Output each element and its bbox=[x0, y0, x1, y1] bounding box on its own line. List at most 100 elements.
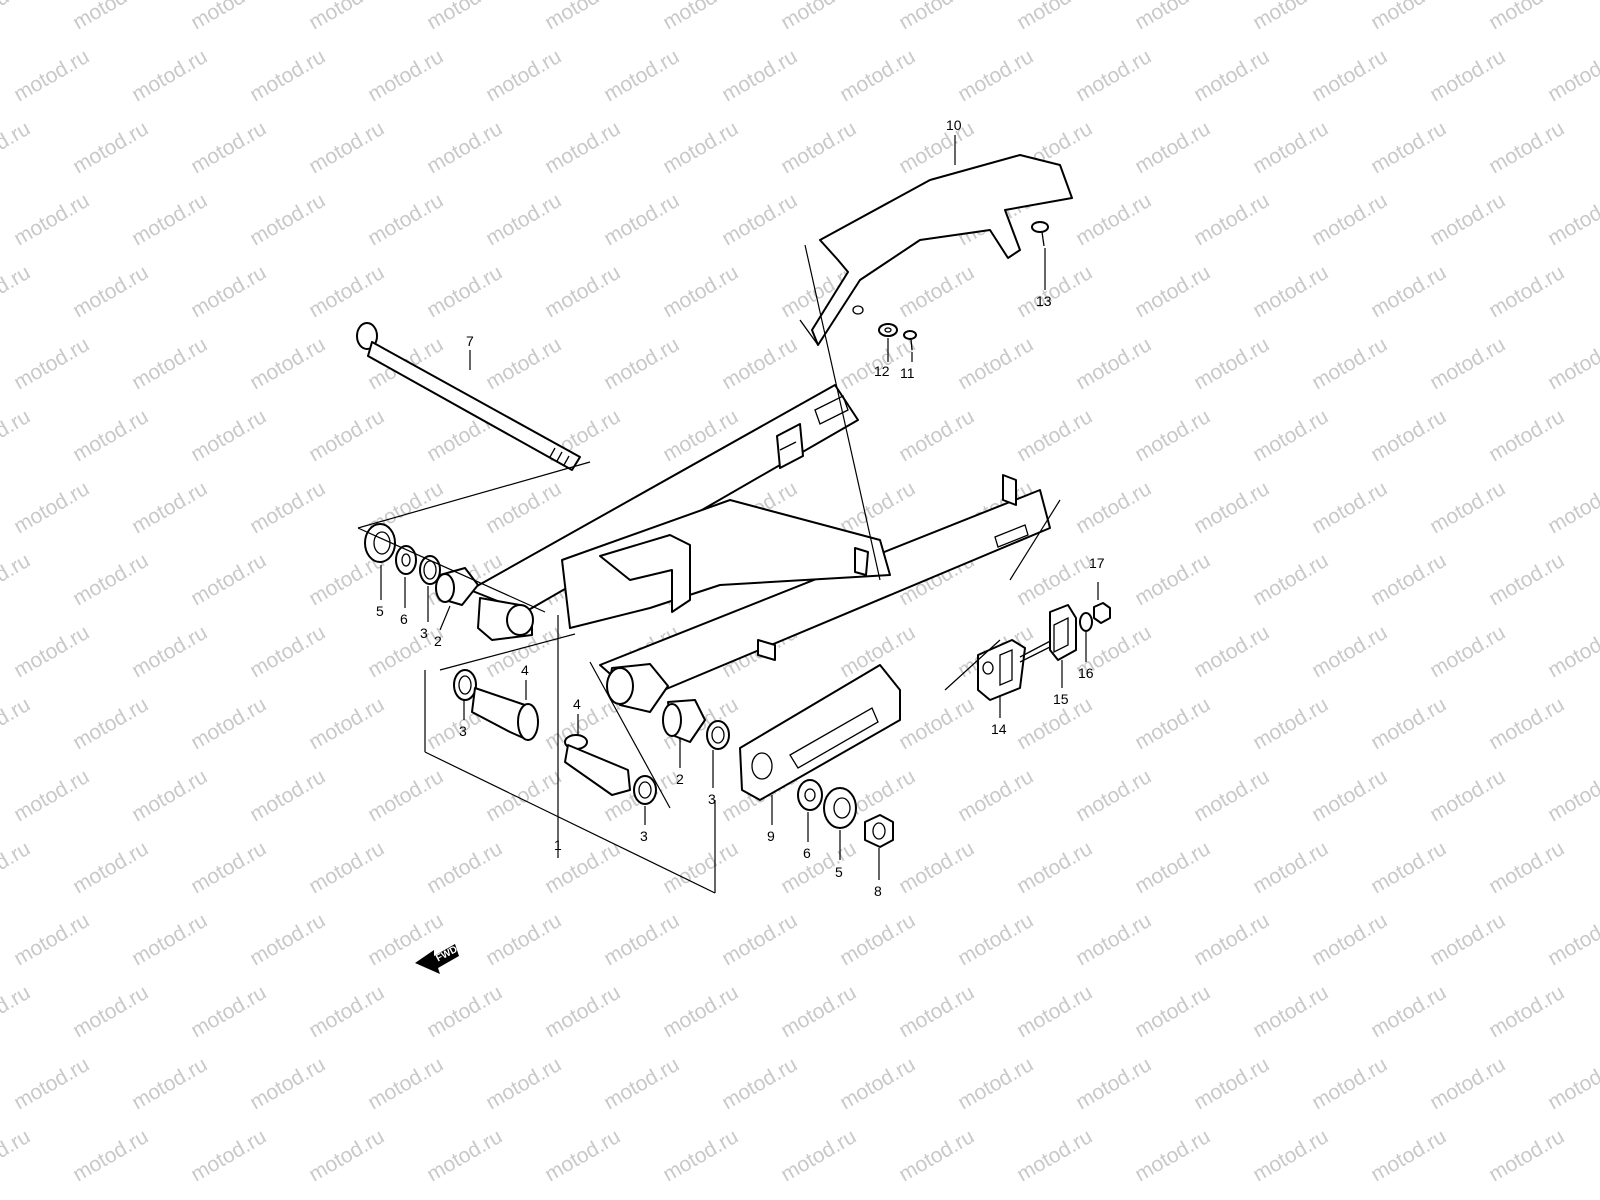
callout-3: 3 bbox=[459, 723, 467, 739]
watermark-text: motod.ru bbox=[1544, 909, 1600, 970]
watermark-text: motod.ru bbox=[600, 45, 683, 106]
watermark-text: motod.ru bbox=[895, 837, 978, 898]
watermark-text: motod.ru bbox=[1190, 1053, 1273, 1114]
callout-9: 9 bbox=[767, 828, 775, 844]
watermark-text: motod.ru bbox=[1426, 1053, 1509, 1114]
watermark-text: motod.ru bbox=[0, 693, 34, 754]
watermark-text: motod.ru bbox=[954, 909, 1037, 970]
watermark-text: motod.ru bbox=[1072, 765, 1155, 826]
watermark-text: motod.ru bbox=[1249, 549, 1332, 610]
watermark-text: motod.ru bbox=[1485, 693, 1568, 754]
watermark-text: motod.ru bbox=[305, 117, 388, 178]
callout-15: 15 bbox=[1053, 691, 1069, 707]
watermark-text: motod.ru bbox=[1072, 45, 1155, 106]
callout-1: 1 bbox=[554, 837, 562, 853]
watermark-text: motod.ru bbox=[718, 333, 801, 394]
watermark-text: motod.ru bbox=[1013, 837, 1096, 898]
watermark-text: motod.ru bbox=[0, 405, 34, 466]
watermark-text: motod.ru bbox=[364, 1053, 447, 1114]
callout-10: 10 bbox=[946, 117, 962, 133]
watermark-text: motod.ru bbox=[1544, 189, 1600, 250]
callout-12: 12 bbox=[874, 363, 890, 379]
watermark-text: motod.ru bbox=[0, 1125, 34, 1186]
callout-6: 6 bbox=[400, 611, 408, 627]
watermark-text: motod.ru bbox=[954, 765, 1037, 826]
watermark-text: motod.ru bbox=[1308, 765, 1391, 826]
watermark-text: motod.ru bbox=[187, 0, 270, 34]
watermark-text: motod.ru bbox=[1249, 0, 1332, 34]
watermark-text: motod.ru bbox=[1544, 1053, 1600, 1114]
watermark-text: motod.ru bbox=[1190, 45, 1273, 106]
watermark-text: motod.ru bbox=[718, 909, 801, 970]
washer-16 bbox=[1079, 612, 1093, 632]
callout-3: 3 bbox=[420, 625, 428, 641]
watermark-text: motod.ru bbox=[128, 621, 211, 682]
watermark-text: motod.ru bbox=[1426, 765, 1509, 826]
watermark-text: motod.ru bbox=[777, 0, 860, 34]
watermark-text: motod.ru bbox=[69, 837, 152, 898]
oil-seal-right-upper bbox=[706, 720, 730, 750]
watermark-text: motod.ru bbox=[659, 261, 742, 322]
watermark-text: motod.ru bbox=[364, 45, 447, 106]
watermark-text: motod.ru bbox=[423, 981, 506, 1042]
watermark-text: motod.ru bbox=[246, 45, 329, 106]
watermark-text: motod.ru bbox=[128, 765, 211, 826]
watermark-text: motod.ru bbox=[1426, 45, 1509, 106]
watermark-text: motod.ru bbox=[954, 45, 1037, 106]
watermark-text: motod.ru bbox=[0, 117, 34, 178]
watermark-text: motod.ru bbox=[541, 1125, 624, 1186]
callout-13: 13 bbox=[1036, 293, 1052, 309]
fwd-arrow: FWD bbox=[415, 944, 459, 974]
watermark-text: motod.ru bbox=[1367, 0, 1450, 34]
watermark-text: motod.ru bbox=[659, 837, 742, 898]
watermark-text: motod.ru bbox=[1544, 765, 1600, 826]
watermark-text: motod.ru bbox=[69, 981, 152, 1042]
watermark-text: motod.ru bbox=[718, 45, 801, 106]
cap-right bbox=[823, 787, 857, 829]
callout-4: 4 bbox=[521, 662, 529, 678]
callout-labels: 1 2 2 3 3 3 3 4 4 5 5 6 6 7 8 9 10 11 12… bbox=[376, 117, 1105, 899]
callout-11: 11 bbox=[900, 365, 915, 381]
watermark-text: motod.ru bbox=[187, 1125, 270, 1186]
watermark-text: motod.ru bbox=[1367, 837, 1450, 898]
nut bbox=[864, 814, 894, 848]
watermark-text: motod.ru bbox=[1072, 1053, 1155, 1114]
watermark-text: motod.ru bbox=[1485, 0, 1568, 34]
watermark-text: motod.ru bbox=[423, 261, 506, 322]
chain-adjuster bbox=[977, 639, 1026, 701]
watermark-text: motod.ru bbox=[305, 837, 388, 898]
watermark-text: motod.ru bbox=[836, 45, 919, 106]
watermark-text: motod.ru bbox=[600, 189, 683, 250]
watermark-text: motod.ru bbox=[777, 117, 860, 178]
watermark-text: motod.ru bbox=[423, 837, 506, 898]
callout-4: 4 bbox=[573, 696, 581, 712]
watermark-text: motod.ru bbox=[69, 0, 152, 34]
watermark-text: motod.ru bbox=[1485, 549, 1568, 610]
watermark-text: motod.ru bbox=[1249, 981, 1332, 1042]
watermark-text: motod.ru bbox=[0, 261, 34, 322]
watermark-text: motod.ru bbox=[423, 1125, 506, 1186]
watermark-text: motod.ru bbox=[1013, 0, 1096, 34]
watermark-text: motod.ru bbox=[1190, 477, 1273, 538]
watermark-text: motod.ru bbox=[187, 405, 270, 466]
watermark-text: motod.ru bbox=[1426, 621, 1509, 682]
watermark-text: motod.ru bbox=[1131, 405, 1214, 466]
watermark-text: motod.ru bbox=[423, 0, 506, 34]
watermark-text: motod.ru bbox=[246, 477, 329, 538]
spacer-left bbox=[471, 687, 539, 741]
callout-2: 2 bbox=[676, 771, 684, 787]
watermark-text: motod.ru bbox=[187, 117, 270, 178]
oil-seal-right-lower bbox=[633, 775, 657, 805]
watermark-text: motod.ru bbox=[836, 477, 919, 538]
watermark-text: motod.ru bbox=[482, 45, 565, 106]
watermark-text: motod.ru bbox=[364, 621, 447, 682]
watermark-text: motod.ru bbox=[1131, 261, 1214, 322]
watermark-text: motod.ru bbox=[1426, 333, 1509, 394]
watermark-text: motod.ru bbox=[1249, 693, 1332, 754]
watermark-text: motod.ru bbox=[836, 909, 919, 970]
watermark-text: motod.ru bbox=[1367, 405, 1450, 466]
leader-lines bbox=[357, 135, 1099, 894]
watermark-text: motod.ru bbox=[659, 117, 742, 178]
watermark-text: motod.ru bbox=[1367, 549, 1450, 610]
watermark-text: motod.ru bbox=[1367, 117, 1450, 178]
